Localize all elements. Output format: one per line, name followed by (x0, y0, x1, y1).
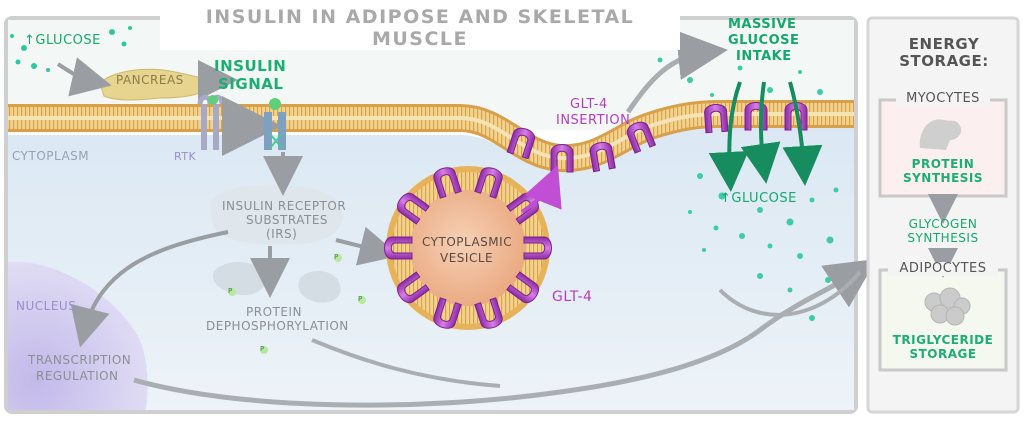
transcription-label-1: TRANSCRIPTION (28, 353, 132, 367)
vesicle-glt4-channel (397, 192, 430, 225)
transcription-label-2: REGULATION (36, 369, 119, 383)
myocytes-label: MYOCYTES (896, 91, 990, 107)
protein-label-1: PROTEIN (246, 305, 302, 319)
glucose-intracellular-label: ↑GLUCOSE (720, 191, 797, 206)
vesicle-label-2: VESICLE (440, 251, 494, 265)
vesicle-glt4-channel (397, 271, 430, 304)
vesicle-glt4-channel (523, 236, 552, 260)
vesicle-glt4-channel (384, 236, 413, 260)
rtk-receptor-left (197, 94, 225, 150)
phospho-label-3: P (358, 295, 363, 303)
rtk-receptor-right (264, 98, 286, 150)
glt4-label: GLT-4 (552, 289, 593, 305)
triglyceride-label-2: STORAGE (909, 347, 977, 361)
massive-label-2: GLUCOSE (728, 33, 800, 48)
glucose-dots-top (10, 26, 132, 72)
pancreas-label: PANCREAS (116, 73, 184, 87)
glycogen-label-2: SYNTHESIS (907, 231, 979, 245)
insulin-signal-label-2: SIGNAL (218, 75, 284, 93)
glycogen-label-1: GLYCOGEN (908, 217, 978, 231)
membrane-glt4-channels (506, 102, 808, 173)
phospho-label-4: P (260, 345, 265, 353)
glt4-insertion-label-2: INSERTION (556, 113, 631, 128)
page-title: INSULIN IN ADIPOSE AND SKELETAL MUSCLE (160, 6, 680, 50)
massive-label-1: MASSIVE (728, 17, 797, 32)
glucose-high-label: ↑GLUCOSE (24, 33, 101, 48)
muscle-icon (919, 119, 962, 150)
fat-droplets-icon (924, 287, 971, 326)
energy-storage-title-2: STORAGE: (899, 52, 989, 71)
membrane-glt4-channel (506, 127, 535, 160)
phospho-circles (228, 254, 366, 354)
irs-label-2: SUBSTRATES (246, 213, 329, 227)
protein-blob-2 (298, 271, 341, 303)
irs-label-1: INSULIN RECEPTOR (222, 199, 347, 213)
protein-synthesis-label-2: SYNTHESIS (902, 171, 984, 185)
vesicle-glt4-channel (474, 167, 503, 199)
vesicle-label-1: CYTOPLASMIC (422, 235, 513, 249)
rtk-label: RTK (174, 150, 197, 163)
energy-storage-title: ENERGY STORAGE: (876, 35, 1012, 71)
adipocytes-label: ADIPOCYTES (888, 261, 998, 277)
vesicle-glt4-channel (433, 297, 462, 329)
protein-synthesis-label-1: PROTEIN (911, 157, 975, 171)
glt4-insertion-label-1: GLT-4 (570, 97, 608, 112)
nucleus-label: NUCLEUS (16, 299, 77, 313)
membrane-glt4-channel (589, 141, 616, 173)
membrane-glt4-channel (626, 121, 657, 154)
protein-label-2: DEPHOSPHORYLATION (206, 319, 349, 333)
irs-label-3: (IRS) (266, 227, 298, 241)
membrane-glt4-channel (550, 144, 574, 173)
vesicle-glt4-channel (474, 297, 503, 329)
insulin-signal-label-1: INSULIN (214, 57, 287, 75)
membrane-glt4-channel (704, 104, 729, 134)
vesicle-core (410, 190, 526, 306)
massive-label-3: INTAKE (736, 49, 792, 64)
triglyceride-label-1: TRIGLYCERIDE (892, 333, 994, 347)
energy-storage-title-1: ENERGY (908, 35, 980, 53)
phospho-label-2: P (334, 253, 339, 261)
vesicle-glt4-channel (506, 271, 539, 304)
vesicle-glt4-channel (433, 167, 462, 199)
glucose-dots-right (657, 57, 839, 321)
cytoplasm-label: CYTOPLASM (12, 149, 90, 163)
irs-blob (210, 185, 343, 245)
phospho-label-1: P (228, 287, 233, 295)
